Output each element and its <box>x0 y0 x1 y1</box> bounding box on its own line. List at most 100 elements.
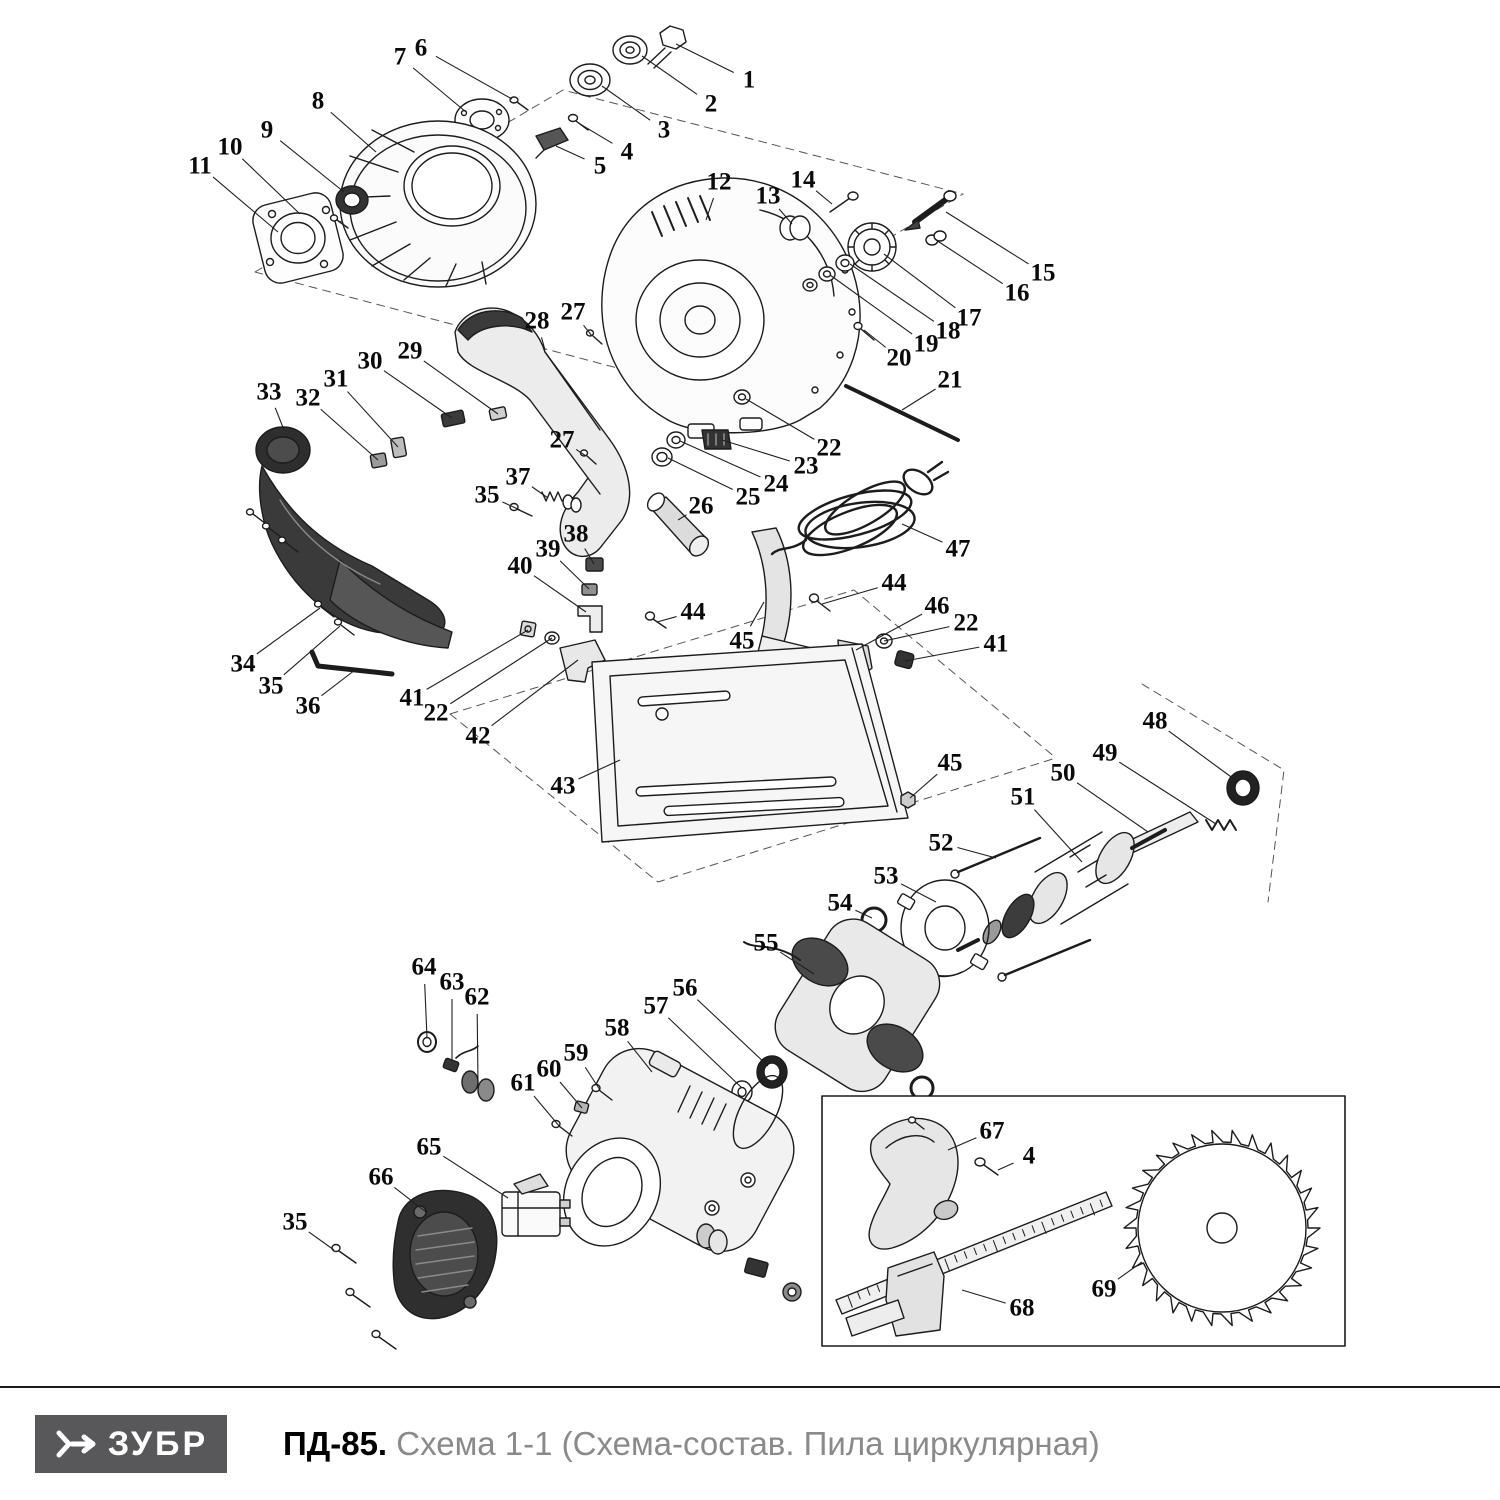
zubr-arrow-icon <box>56 1430 96 1458</box>
part-callout-6: 6 <box>414 34 428 62</box>
part-callout-15: 15 <box>1030 259 1056 287</box>
part-callout-18: 18 <box>935 317 961 345</box>
part-callout-42: 42 <box>465 722 491 750</box>
spindle-lock-parts <box>509 491 582 517</box>
part-callout-64: 64 <box>411 953 437 981</box>
part-callout-2: 2 <box>704 90 718 118</box>
part-callout-31: 31 <box>323 365 349 393</box>
part-callout-35: 35 <box>258 672 284 700</box>
part-callout-62: 62 <box>464 983 490 1011</box>
gear-train-parts <box>733 190 957 405</box>
part-callout-19: 19 <box>913 330 939 358</box>
part-callout-39: 39 <box>535 535 561 563</box>
switch-block <box>501 1173 571 1237</box>
part-callout-41: 41 <box>983 630 1009 658</box>
brand-name: ЗУБР <box>107 1424 209 1463</box>
part-callout-11: 11 <box>188 152 212 180</box>
stator <box>743 918 941 1093</box>
clamp-parts <box>646 429 732 557</box>
part-callout-28: 28 <box>524 307 550 335</box>
inset-accessories-box <box>821 1095 1346 1347</box>
part-callout-54: 54 <box>827 889 853 917</box>
part-callout-61: 61 <box>510 1069 536 1097</box>
part-callout-27: 27 <box>560 298 586 326</box>
part-callout-1: 1 <box>742 66 756 94</box>
part-callout-69: 69 <box>1091 1275 1117 1303</box>
part-callout-22: 22 <box>423 699 449 727</box>
lower-small-parts <box>696 1223 802 1302</box>
guard-screw <box>974 1157 999 1176</box>
part-callout-60: 60 <box>536 1055 562 1083</box>
part-callout-22: 22 <box>953 609 979 637</box>
part-callout-38: 38 <box>563 520 589 548</box>
part-callout-16: 16 <box>1004 279 1030 307</box>
lock-lever <box>309 649 395 677</box>
part-callout-40: 40 <box>507 552 533 580</box>
model-number: ПД-85. <box>283 1425 388 1462</box>
part-callout-66: 66 <box>368 1163 394 1191</box>
upper-blade-guard <box>339 120 537 288</box>
motor-housing <box>562 1047 795 1253</box>
part-callout-51: 51 <box>1010 783 1036 811</box>
part-callout-29: 29 <box>397 337 423 365</box>
scheme-title: Схема 1-1 (Схема-состав. Пила циркулярна… <box>396 1425 1100 1462</box>
part-callout-46: 46 <box>924 592 950 620</box>
part-callout-67: 67 <box>979 1117 1005 1145</box>
footer: ЗУБР ПД-85. Схема 1-1 (Схема-состав. Пил… <box>0 1388 1500 1500</box>
linkage-parts <box>577 557 604 633</box>
part-callout-35: 35 <box>282 1208 308 1236</box>
part-callout-12: 12 <box>706 168 732 196</box>
part-callout-9: 9 <box>260 116 274 144</box>
part-callout-25: 25 <box>735 483 761 511</box>
part-callout-49: 49 <box>1092 739 1118 767</box>
part-callout-55: 55 <box>753 929 779 957</box>
part-callout-68: 68 <box>1009 1294 1035 1322</box>
part-callout-59: 59 <box>563 1039 589 1067</box>
end-cap <box>331 1189 498 1350</box>
brush-parts <box>417 1031 613 1137</box>
part-callout-45: 45 <box>937 749 963 777</box>
part-callout-17: 17 <box>956 304 982 332</box>
bearing-inner-flange <box>252 185 369 284</box>
part-callout-58: 58 <box>604 1014 630 1042</box>
part-callout-5: 5 <box>593 152 607 180</box>
part-callout-36: 36 <box>295 692 321 720</box>
part-callout-32: 32 <box>295 384 321 412</box>
part-callout-41: 41 <box>399 684 425 712</box>
part-callout-8: 8 <box>311 87 325 115</box>
part-callout-48: 48 <box>1142 707 1168 735</box>
part-callout-23: 23 <box>793 452 819 480</box>
part-callout-43: 43 <box>550 772 576 800</box>
diagram-art <box>245 25 1346 1350</box>
part-callout-21: 21 <box>937 366 963 394</box>
part-callout-26: 26 <box>688 492 714 520</box>
part-callout-22: 22 <box>816 434 842 462</box>
part-callout-56: 56 <box>672 974 698 1002</box>
part-callout-47: 47 <box>945 535 971 563</box>
part-callout-3: 3 <box>657 116 671 144</box>
part-callout-37: 37 <box>505 463 531 491</box>
base-mount-parts <box>519 611 667 683</box>
part-callout-4: 4 <box>620 138 634 166</box>
part-callout-13: 13 <box>755 182 781 210</box>
blade-bolt-washers <box>569 25 687 97</box>
part-callout-52: 52 <box>928 829 954 857</box>
lower-blade-guard <box>868 1116 959 1250</box>
part-callout-27: 27 <box>549 426 575 454</box>
part-callout-50: 50 <box>1050 759 1076 787</box>
part-callout-44: 44 <box>680 598 706 626</box>
part-callout-14: 14 <box>790 166 816 194</box>
power-cord <box>770 460 950 557</box>
part-callout-57: 57 <box>643 992 669 1020</box>
part-callout-44: 44 <box>881 569 907 597</box>
rip-fence <box>835 1191 1113 1337</box>
part-callout-63: 63 <box>439 968 465 996</box>
part-callout-4: 4 <box>1022 1142 1036 1170</box>
part-callout-20: 20 <box>886 344 912 372</box>
part-callout-65: 65 <box>416 1133 442 1161</box>
part-callout-45: 45 <box>729 627 755 655</box>
main-handle <box>454 307 631 558</box>
diagram-caption: ПД-85. Схема 1-1 (Схема-состав. Пила цир… <box>283 1425 1100 1463</box>
